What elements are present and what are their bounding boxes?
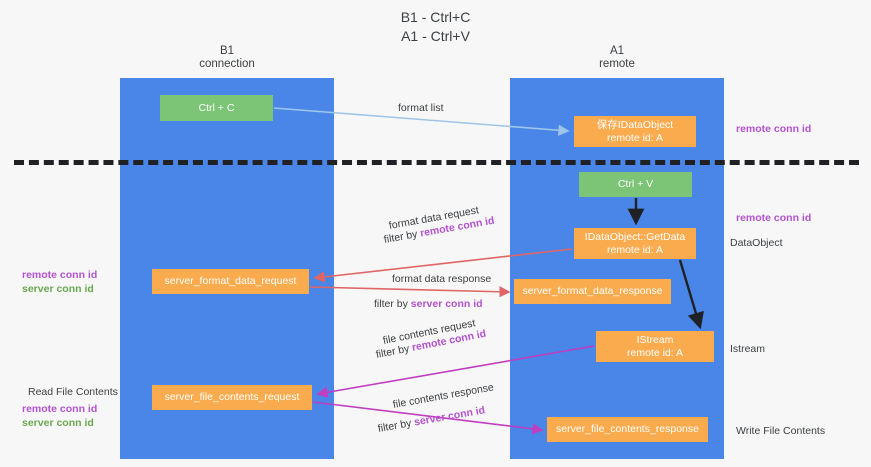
box-server-file-contents-response-label: server_file_contents_response [555,423,699,436]
page-title: B1 - Ctrl+C A1 - Ctrl+V [0,8,871,46]
box-istream-line1: IStream [636,334,674,346]
flow-label-format-list-text: format list [398,102,444,114]
box-idataobject-getdata-line2: remote id: A [606,243,664,256]
column-header-b1-name: B1 [219,45,235,57]
box-server-format-data-request-label: server_format_data_request [164,275,297,288]
label-right-remote-conn-id-mid: remote conn id [736,212,812,224]
box-ctrl-c-label: Ctrl + C [198,101,235,114]
box-server-file-contents-response[interactable]: server_file_contents_response [547,417,708,442]
title-line-1: B1 - Ctrl+C [400,9,471,25]
column-header-a1-name: A1 [609,45,625,57]
box-ctrl-v-label: Ctrl + V [617,178,654,191]
filter-prefix: filter by [374,342,414,361]
label-dataobject: DataObject [730,237,783,249]
column-header-a1-role: remote [599,58,635,70]
label-left-server-conn-id: server conn id [22,283,94,295]
flow-label-format-list: format list [398,101,444,115]
column-header-b1: B1 connection [120,45,334,71]
filter-key-server-conn-id: server conn id [413,404,486,429]
box-istream-line2: remote id: A [626,346,684,359]
label-left-conn-ids-top: remote conn id server conn id [22,268,97,296]
label-read-file-contents: Read File Contents [28,386,118,398]
box-idataobject-getdata-line1: IDataObject::GetData [584,231,686,243]
label-left-remote-conn-id-2: remote conn id [22,403,98,415]
label-left-conn-ids-bottom: remote conn id server conn id [22,402,97,430]
box-ctrl-v[interactable]: Ctrl + V [579,172,692,197]
label-right-remote-conn-id-top: remote conn id [736,123,812,135]
box-istream[interactable]: IStream remote id: A [596,331,714,362]
label-left-remote-conn-id: remote conn id [22,269,98,281]
box-server-format-data-response[interactable]: server_format_data_response [514,279,671,304]
box-server-file-contents-request[interactable]: server_file_contents_request [152,385,312,410]
filter-key-server-conn-id: server conn id [410,298,483,310]
box-save-idataobject-line2: remote id: A [606,131,664,144]
box-server-format-data-response-label: server_format_data_response [522,285,663,298]
box-idataobject-getdata[interactable]: IDataObject::GetData remote id: A [574,228,696,259]
label-left-server-conn-id-2: server conn id [22,417,94,429]
label-write-file-contents: Write File Contents [736,425,826,437]
flow-label-format-data-response-filter: filter by server conn id [374,297,483,311]
label-istream: Istream [730,343,766,355]
flow-label-format-data-response: format data response [392,272,491,286]
filter-prefix: filter by [376,416,416,435]
filter-prefix: filter by [374,298,411,310]
column-header-a1: A1 remote [510,45,724,71]
flow-label-format-data-response-text: format data response [392,273,492,285]
box-ctrl-c[interactable]: Ctrl + C [160,95,273,121]
filter-prefix: filter by [382,227,422,246]
title-line-2: A1 - Ctrl+V [401,28,470,44]
box-server-file-contents-request-label: server_file_contents_request [164,391,300,404]
box-server-format-data-request[interactable]: server_format_data_request [152,269,309,294]
column-header-b1-role: connection [199,58,255,70]
phase-divider [14,160,859,165]
box-save-idataobject-line1: 保存IDataObject [596,119,674,131]
box-save-idataobject[interactable]: 保存IDataObject remote id: A [574,116,696,147]
